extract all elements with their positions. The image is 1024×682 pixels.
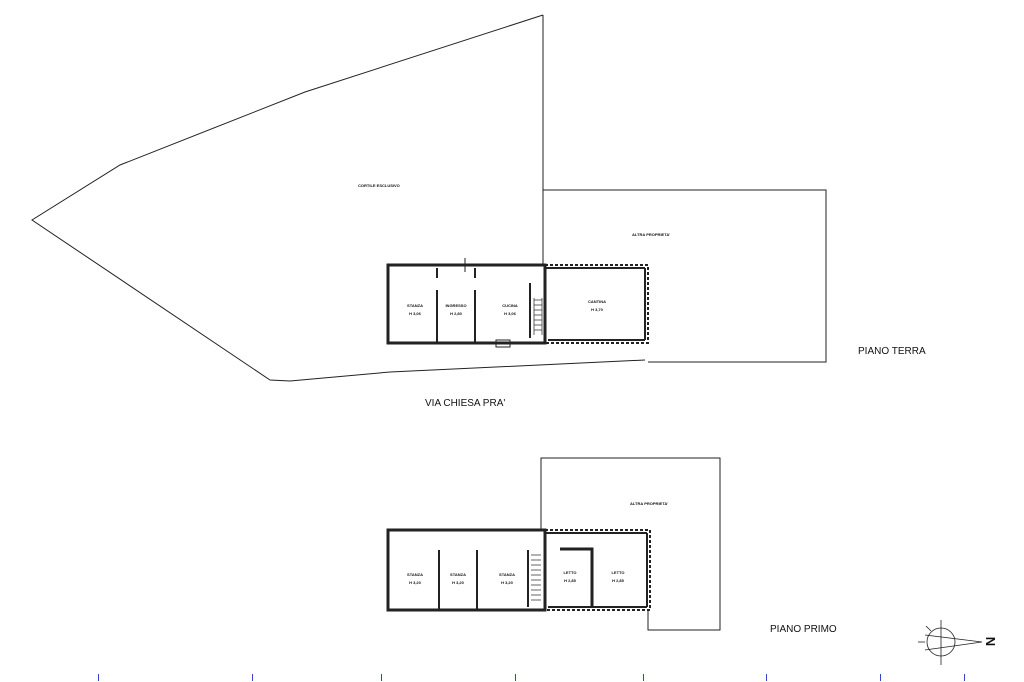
- courtyard-boundary: [31, 14, 646, 382]
- north-label: N: [983, 636, 999, 647]
- other-property-bottom-boundary: [540, 457, 721, 631]
- scale-tick: [643, 674, 644, 681]
- scale-tick: [515, 674, 516, 681]
- scale-tick: [252, 674, 253, 681]
- scale-tick: [98, 674, 99, 681]
- scale-tick: [766, 674, 767, 681]
- scale-tick: [381, 674, 382, 681]
- other-property-bottom-label: ALTRA PROPRIETA': [630, 501, 669, 506]
- courtyard-label: CORTILE ESCLUSIVO: [358, 183, 400, 188]
- scale-tick: [964, 674, 965, 681]
- first-floor-title: PIANO PRIMO: [770, 624, 837, 635]
- ground-floor-title: PIANO TERRA: [858, 346, 926, 357]
- other-property-top-label: ALTRA PROPRIETA': [632, 232, 671, 237]
- north-arrow-icon: [918, 620, 983, 665]
- other-property-top-boundary: [543, 189, 827, 363]
- ground-floor-building: [386, 258, 649, 348]
- street-name: VIA CHIESA PRA': [425, 398, 506, 409]
- scale-tick: [880, 674, 881, 681]
- first-floor-building: [386, 528, 651, 612]
